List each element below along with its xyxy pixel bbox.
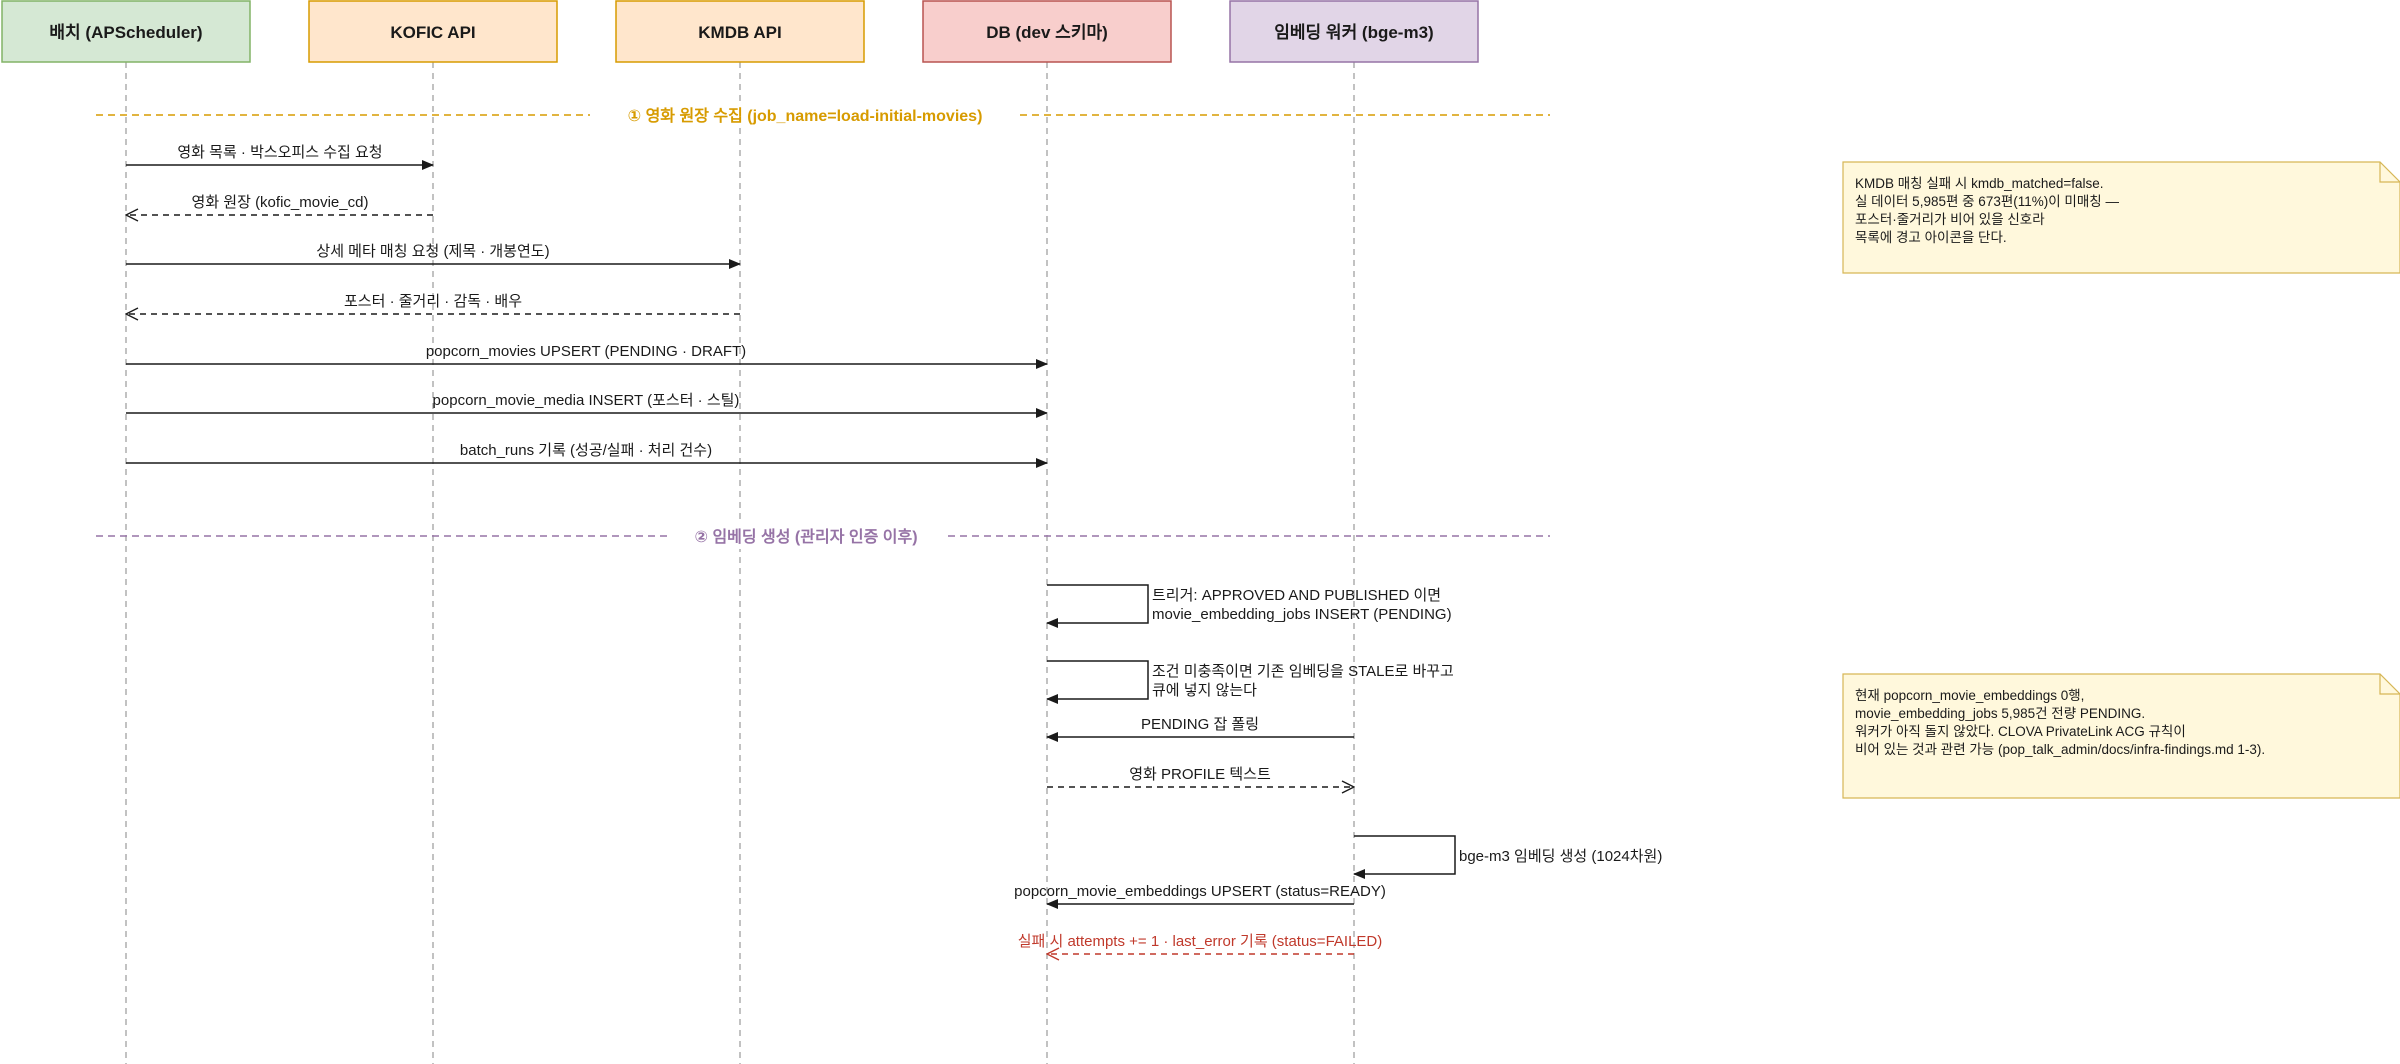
- message-12: popcorn_movie_embeddings UPSERT (status=…: [1014, 883, 1386, 909]
- message-5: popcorn_movie_media INSERT (포스터 · 스틸): [126, 392, 1048, 418]
- message-8-line-1: 조건 미충족이면 기존 임베딩을 STALE로 바꾸고: [1152, 663, 1454, 680]
- message-6-label: batch_runs 기록 (성공/실패 · 처리 건수): [460, 442, 712, 459]
- message-7: 트리거: APPROVED AND PUBLISHED 이면 movie_emb…: [1046, 584, 1452, 628]
- message-11: bge-m3 임베딩 생성 (1024차원): [1353, 835, 1662, 879]
- participant-headers: 배치 (APScheduler) KOFIC API KMDB API DB (…: [1, 0, 1479, 63]
- message-10-label: 영화 PROFILE 텍스트: [1129, 766, 1271, 783]
- section-1-label: ① 영화 원장 수집 (job_name=load-initial-movies…: [628, 106, 983, 125]
- message-1: 영화 원장 (kofic_movie_cd): [126, 194, 433, 215]
- participant-label-kofic: KOFIC API: [390, 23, 475, 42]
- message-11-self-arrow: [1353, 835, 1456, 879]
- participant-box-db: [922, 0, 1172, 63]
- section-1-label-bg: [590, 102, 1020, 128]
- message-7-line-2: movie_embedding_jobs INSERT (PENDING): [1152, 606, 1452, 623]
- message-2-label: 상세 메타 매칭 요청 (제목 · 개봉연도): [316, 243, 549, 260]
- message-3: 포스터 · 줄거리 · 감독 · 배우: [126, 293, 740, 314]
- participant-box-worker: [1229, 0, 1479, 63]
- message-2: 상세 메타 매칭 요청 (제목 · 개봉연도): [126, 243, 741, 269]
- section-2-label: ② 임베딩 생성 (관리자 인증 이후): [694, 527, 917, 546]
- note-2-line-2: movie_embedding_jobs 5,985건 전량 PENDING.: [1855, 706, 2145, 721]
- participant-box-kmdb: [615, 0, 865, 63]
- message-0-label: 영화 목록 · 박스오피스 수집 요청: [177, 144, 382, 161]
- note-2-fold: [2379, 674, 2400, 695]
- message-10: 영화 PROFILE 텍스트: [1047, 766, 1354, 787]
- participant-label-kmdb: KMDB API: [698, 23, 781, 42]
- message-7-line-1: 트리거: APPROVED AND PUBLISHED 이면: [1152, 587, 1441, 604]
- note-1: KMDB 매칭 실패 시 kmdb_matched=false. 실 데이터 5…: [1842, 161, 2400, 274]
- note-2-line-4: 비어 있는 것과 관련 가능 (pop_talk_admin/docs/infr…: [1855, 742, 2265, 757]
- note-2-line-1: 현재 popcorn_movie_embeddings 0행,: [1855, 688, 2084, 703]
- participant-label-worker: 임베딩 워커 (bge-m3): [1274, 22, 1433, 42]
- message-11-line-1: bge-m3 임베딩 생성 (1024차원): [1459, 848, 1662, 865]
- note-1-box: [1842, 161, 2400, 274]
- message-8: 조건 미충족이면 기존 임베딩을 STALE로 바꾸고 큐에 넣지 않는다: [1046, 660, 1454, 704]
- message-7-self-arrow: [1046, 584, 1149, 628]
- message-3-label: 포스터 · 줄거리 · 감독 · 배우: [344, 293, 522, 310]
- message-8-self-arrow: [1046, 660, 1149, 704]
- message-6: batch_runs 기록 (성공/실패 · 처리 건수): [126, 442, 1048, 468]
- message-12-label: popcorn_movie_embeddings UPSERT (status=…: [1014, 883, 1386, 900]
- note-2-line-3: 워커가 아직 돌지 않았다. CLOVA PrivateLink ACG 규칙이: [1855, 724, 2186, 739]
- message-9: PENDING 잡 폴링: [1046, 716, 1354, 742]
- message-9-label: PENDING 잡 폴링: [1141, 716, 1259, 733]
- message-5-label: popcorn_movie_media INSERT (포스터 · 스틸): [433, 392, 740, 409]
- message-1-label: 영화 원장 (kofic_movie_cd): [192, 194, 369, 211]
- participant-label-db: DB (dev 스키마): [986, 23, 1108, 42]
- note-1-line-1: KMDB 매칭 실패 시 kmdb_matched=false.: [1855, 176, 2104, 191]
- message-4-label: popcorn_movies UPSERT (PENDING · DRAFT): [426, 343, 746, 360]
- note-2: 현재 popcorn_movie_embeddings 0행, movie_em…: [1842, 673, 2400, 799]
- note-1-fold: [2379, 162, 2400, 183]
- lifelines: [125, 62, 1355, 1064]
- section-1: ① 영화 원장 수집 (job_name=load-initial-movies…: [96, 102, 1550, 128]
- message-13: 실패 시 attempts += 1 · last_error 기록 (stat…: [1018, 933, 1383, 954]
- section-2: ② 임베딩 생성 (관리자 인증 이후): [96, 523, 1550, 549]
- message-8-line-2: 큐에 넣지 않는다: [1152, 682, 1257, 699]
- note-1-line-3: 포스터·줄거리가 비어 있을 신호라: [1855, 212, 2045, 227]
- note-1-line-2: 실 데이터 5,985편 중 673편(11%)이 미매칭 —: [1855, 194, 2119, 209]
- participant-box-kofic: [308, 0, 558, 63]
- participant-box-batch: [1, 0, 251, 63]
- section-2-label-bg: [668, 523, 944, 549]
- message-0: 영화 목록 · 박스오피스 수집 요청: [126, 144, 434, 170]
- message-4: popcorn_movies UPSERT (PENDING · DRAFT): [126, 343, 1048, 369]
- participant-label-batch: 배치 (APScheduler): [49, 23, 202, 42]
- note-2-box: [1842, 673, 2400, 799]
- note-1-line-4: 목록에 경고 아이콘을 단다.: [1855, 230, 2007, 245]
- message-13-label: 실패 시 attempts += 1 · last_error 기록 (stat…: [1018, 933, 1383, 950]
